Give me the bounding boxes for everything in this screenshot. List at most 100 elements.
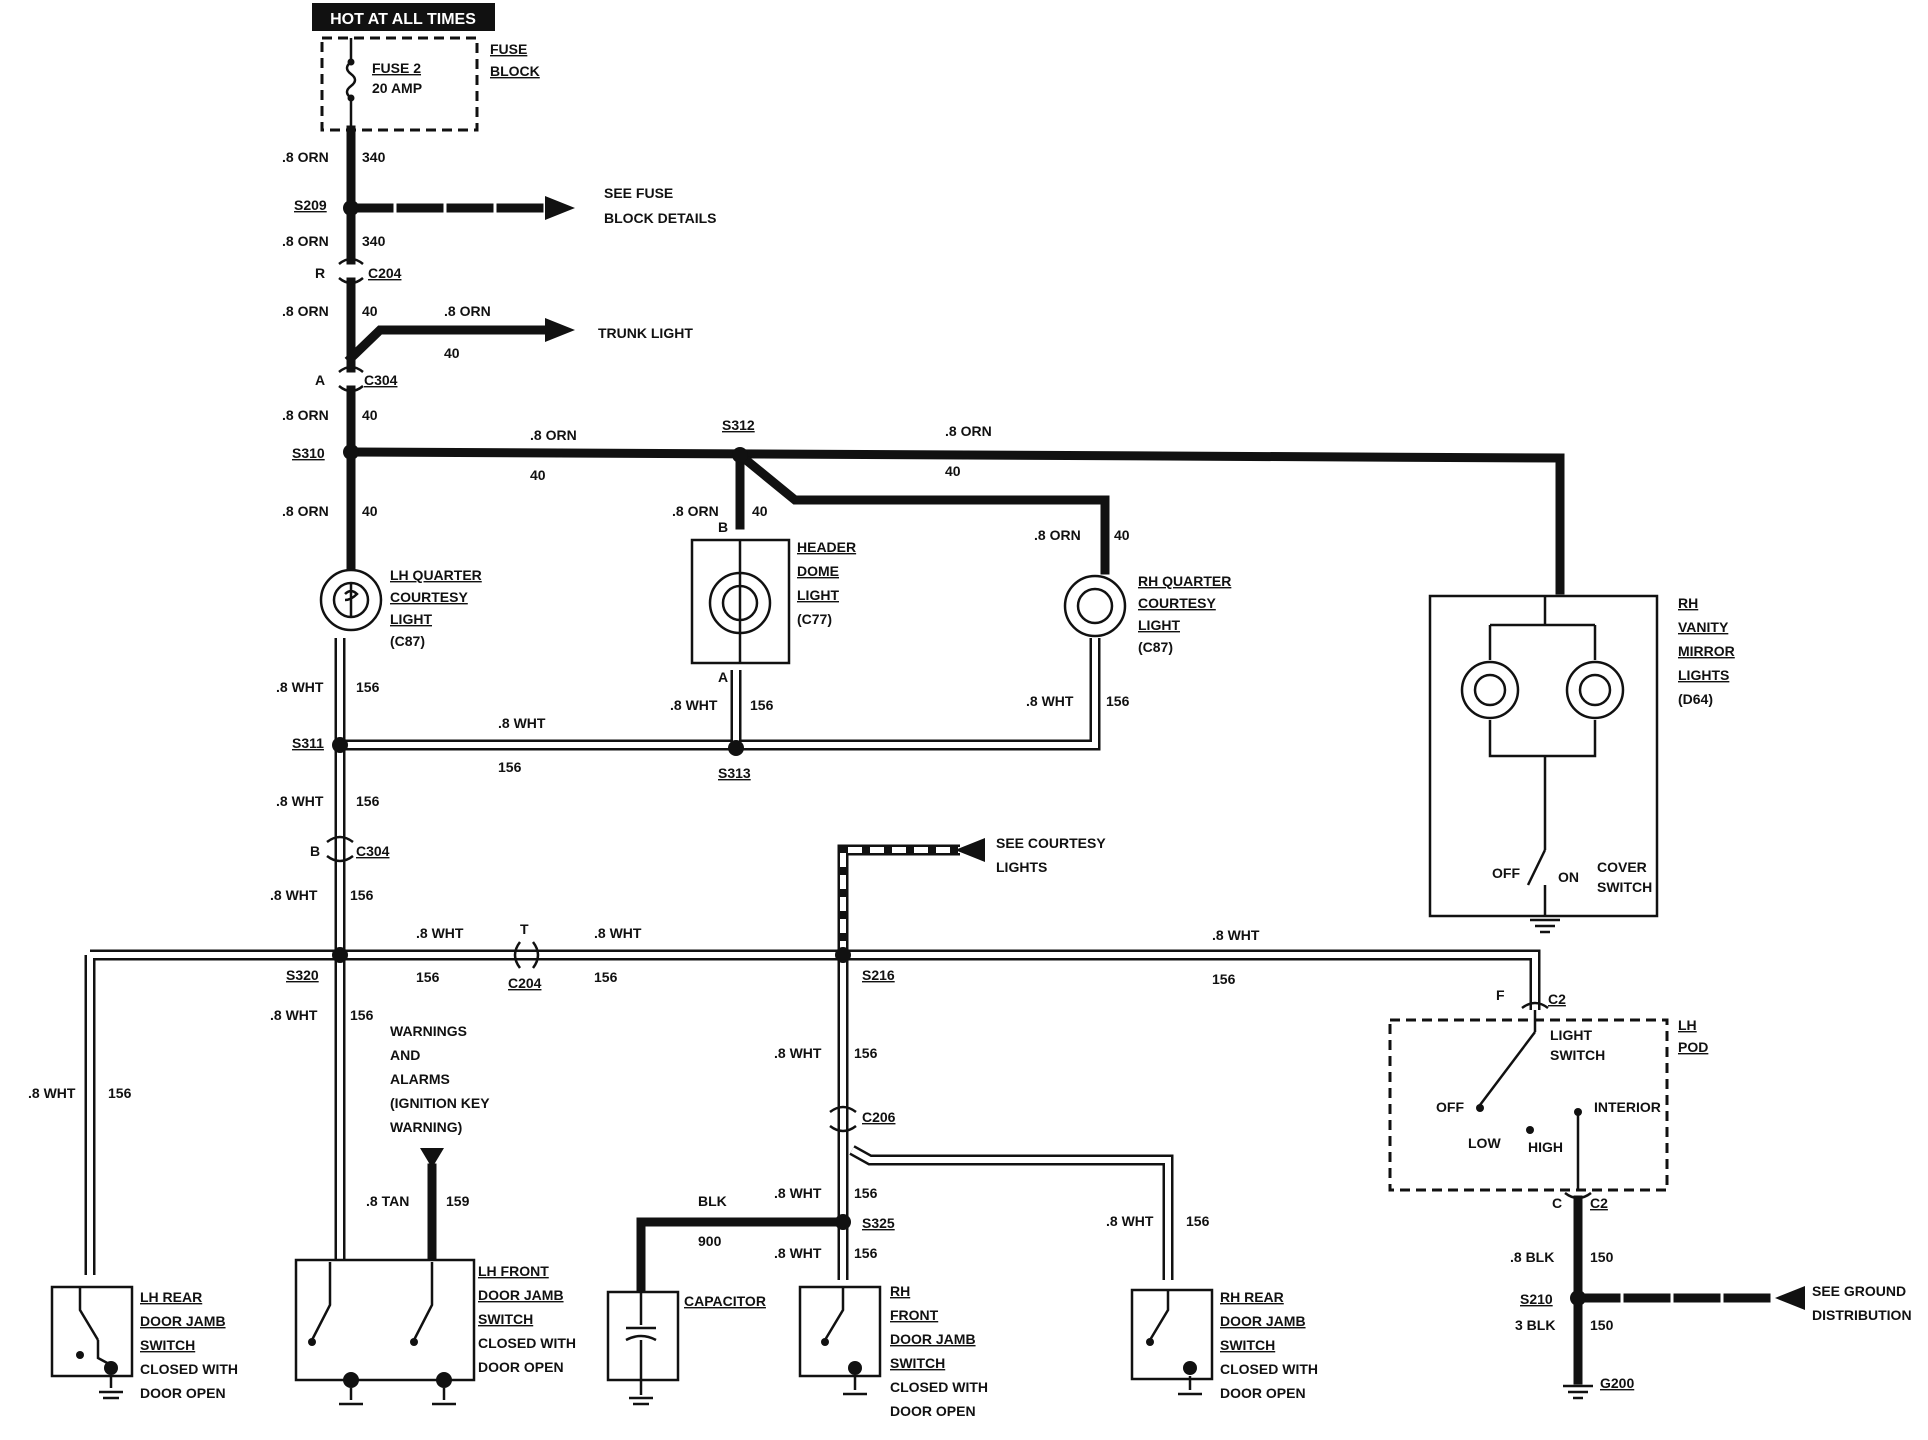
fuse-details-ref-2: BLOCK DETAILS: [604, 210, 717, 226]
connector-c204-top: [338, 257, 364, 285]
wire-label-blk: BLK: [698, 1193, 727, 1209]
splice-s216: [835, 947, 851, 963]
circuit-label: 40: [1114, 527, 1130, 543]
lh-rear-label-1: LH REAR: [140, 1289, 202, 1305]
rh-rear-note-2: DOOR OPEN: [1220, 1385, 1306, 1401]
circuit-label: 40: [444, 345, 460, 361]
wire-label: .8 WHT: [774, 1185, 822, 1201]
lh-pod-label-1: LH: [1678, 1017, 1697, 1033]
lh-front-door-jamb-switch: [294, 1258, 476, 1406]
ground-ref-2: DISTRIBUTION: [1812, 1307, 1912, 1323]
wire-label: .8 WHT: [774, 1245, 822, 1261]
rh-front-label-4: SWITCH: [890, 1355, 945, 1371]
wire-label: .8 ORN: [530, 427, 577, 443]
lh-front-label-3: SWITCH: [478, 1311, 533, 1327]
splice-s209: [343, 200, 359, 216]
wire-label: .8 ORN: [282, 303, 329, 319]
lh-pod-label-2: POD: [1678, 1039, 1708, 1055]
lh-rear-note-1: CLOSED WITH: [140, 1361, 238, 1377]
black-ground-wire: [1563, 1195, 1805, 1400]
connector-label-c206: C206: [862, 1109, 896, 1125]
lh-rear-note-2: DOOR OPEN: [140, 1385, 226, 1401]
connector-label-c204: C204: [368, 265, 402, 281]
connector-c206: [829, 1105, 857, 1133]
trunk-light-ref: TRUNK LIGHT: [598, 325, 693, 341]
rh-front-note-1: CLOSED WITH: [890, 1379, 988, 1395]
fuse-details-ref-1: SEE FUSE: [604, 185, 673, 201]
circuit-label-900: 900: [698, 1233, 722, 1249]
circuit-label: 156: [1212, 971, 1236, 987]
hot-label: HOT AT ALL TIMES: [330, 11, 476, 28]
connector-label-c304: C304: [364, 372, 398, 388]
circuit-label: 40: [752, 503, 768, 519]
splice-s320: [332, 947, 348, 963]
circuit-label: 156: [854, 1245, 878, 1261]
wire-label: .8 WHT: [670, 697, 718, 713]
pin-label: B: [310, 843, 320, 859]
wire-label: .8 ORN: [672, 503, 719, 519]
capacitor-label: CAPACITOR: [684, 1293, 766, 1309]
courtesy-ref-2: LIGHTS: [996, 859, 1047, 875]
splice-s310: [343, 444, 359, 460]
splice-label-s311: S311: [292, 735, 324, 751]
pin-label: B: [718, 519, 728, 535]
rh-vanity-label-4: LIGHTS: [1678, 667, 1729, 683]
pin-label: F: [1496, 987, 1505, 1003]
rh-quarter-label-3: LIGHT: [1138, 617, 1180, 633]
rh-quarter-id: (C87): [1138, 639, 1173, 655]
circuit-label: 156: [1106, 693, 1130, 709]
circuit-label: 156: [350, 887, 374, 903]
wire-label: .8 ORN: [282, 407, 329, 423]
header-dome-light: [690, 538, 791, 665]
header-dome-label-2: DOME: [797, 563, 839, 579]
orange-feed-wires: [344, 125, 1565, 595]
wire-label: .8 WHT: [1212, 927, 1260, 943]
rh-front-note-2: DOOR OPEN: [890, 1403, 976, 1419]
warnings-ref-2: AND: [390, 1047, 420, 1063]
cover-switch-label-2: SWITCH: [1597, 879, 1652, 895]
wire-label: .8 WHT: [270, 887, 318, 903]
wire-label: .8 WHT: [270, 1007, 318, 1023]
splice-label-s209: S209: [294, 197, 327, 213]
circuit-label: 40: [530, 467, 546, 483]
splice-s313: [728, 740, 744, 756]
circuit-label: 156: [498, 759, 522, 775]
warnings-ref-3: ALARMS: [390, 1071, 450, 1087]
splice-s312: [732, 447, 748, 463]
hot-at-all-times-banner: HOT AT ALL TIMES: [312, 3, 495, 31]
rh-vanity-label-1: RH: [1678, 595, 1698, 611]
light-switch-low: LOW: [1468, 1135, 1501, 1151]
warnings-ref-5: WARNING): [390, 1119, 462, 1135]
lh-front-label-1: LH FRONT: [478, 1263, 549, 1279]
splice-label-s320: S320: [286, 967, 319, 983]
fuse-block: FUSE 2 20 AMP FUSE BLOCK: [320, 36, 540, 132]
splice-label-s325: S325: [862, 1215, 895, 1231]
cover-switch-off: OFF: [1492, 865, 1520, 881]
rh-front-label-3: DOOR JAMB: [890, 1331, 976, 1347]
fuse-name: FUSE 2: [372, 60, 421, 76]
wire-label-blk3: 3 BLK: [1515, 1317, 1555, 1333]
light-switch-off: OFF: [1436, 1099, 1464, 1115]
circuit-label: 40: [945, 463, 961, 479]
circuit-label: 156: [594, 969, 618, 985]
ground-label-g200: G200: [1600, 1375, 1634, 1391]
pin-label: C: [1552, 1195, 1562, 1211]
circuit-label: 340: [362, 149, 386, 165]
warnings-tan-wire: [420, 1148, 444, 1267]
circuit-label: 150: [1590, 1317, 1614, 1333]
wire-label: .8 ORN: [282, 503, 329, 519]
lh-front-label-2: DOOR JAMB: [478, 1287, 564, 1303]
warnings-ref-1: WARNINGS: [390, 1023, 467, 1039]
header-dome-label-3: LIGHT: [797, 587, 839, 603]
rh-vanity-id: (D64): [1678, 691, 1713, 707]
wire-label: .8 WHT: [276, 793, 324, 809]
circuit-label: 40: [362, 303, 378, 319]
header-dome-id: (C77): [797, 611, 832, 627]
wire-label: .8 ORN: [444, 303, 491, 319]
wire-label: .8 ORN: [945, 423, 992, 439]
warnings-ref-4: (IGNITION KEY: [390, 1095, 490, 1111]
header-dome-label-1: HEADER: [797, 539, 856, 555]
fuse-rating: 20 AMP: [372, 80, 422, 96]
lh-front-note-2: DOOR OPEN: [478, 1359, 564, 1375]
